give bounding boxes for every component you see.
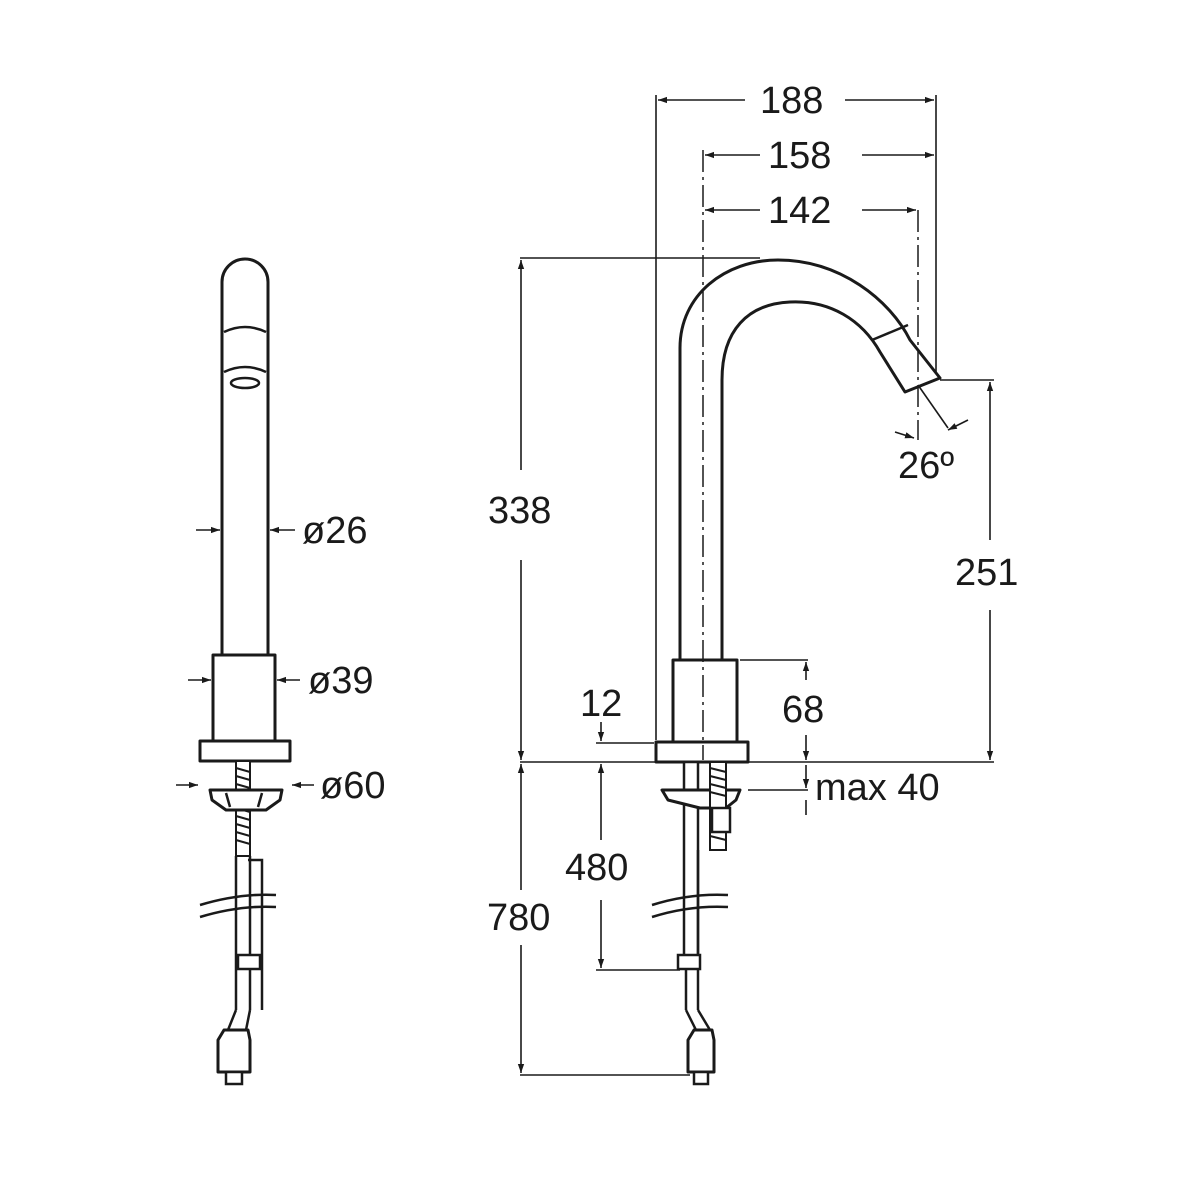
side-break-lines xyxy=(199,893,277,919)
dim-body-diameter: ø39 xyxy=(308,660,373,702)
front-view: 188 158 142 26º 338 251 68 12 max 40 480… xyxy=(487,80,1018,1086)
front-base-plate xyxy=(654,740,750,764)
dim-reach-outlet: 142 xyxy=(768,190,831,232)
side-hose-coupling xyxy=(236,953,262,971)
side-sensor-window xyxy=(229,376,261,390)
front-hose-coupling xyxy=(676,953,702,971)
side-fixing-detail xyxy=(224,792,264,808)
side-view: ø26 ø39 ø60 xyxy=(176,257,385,1086)
dim-reach-overall: 188 xyxy=(760,80,823,122)
side-body xyxy=(211,653,277,743)
front-sensor-band xyxy=(871,323,909,342)
front-connector xyxy=(686,1028,716,1074)
side-sensor-band xyxy=(223,325,267,374)
dim-hose-480: 480 xyxy=(565,847,628,889)
side-hose xyxy=(234,856,264,1010)
dim-outlet-angle: 26º xyxy=(898,445,954,487)
front-gooseneck-spout xyxy=(678,258,942,662)
dim-body-height: 68 xyxy=(782,689,824,731)
side-connector-pin xyxy=(224,1070,244,1086)
dim-height-outlet: 251 xyxy=(955,552,1018,594)
front-body xyxy=(671,658,739,744)
side-connector xyxy=(216,1028,252,1074)
side-fixing-bracket xyxy=(208,788,284,812)
side-base-plate xyxy=(198,739,292,763)
dim-max-deck: max 40 xyxy=(815,767,940,809)
side-spout-tube xyxy=(220,257,270,657)
dim-base-diameter: ø60 xyxy=(320,765,385,807)
front-break-lines xyxy=(651,893,729,919)
front-bracket xyxy=(660,788,742,810)
dim-base-plate: 12 xyxy=(580,683,622,725)
dim-height-total: 338 xyxy=(488,490,551,532)
dim-spout-diameter: ø26 xyxy=(302,510,367,552)
dim-hose-780: 780 xyxy=(487,897,550,939)
dim-reach-center: 158 xyxy=(768,135,831,177)
